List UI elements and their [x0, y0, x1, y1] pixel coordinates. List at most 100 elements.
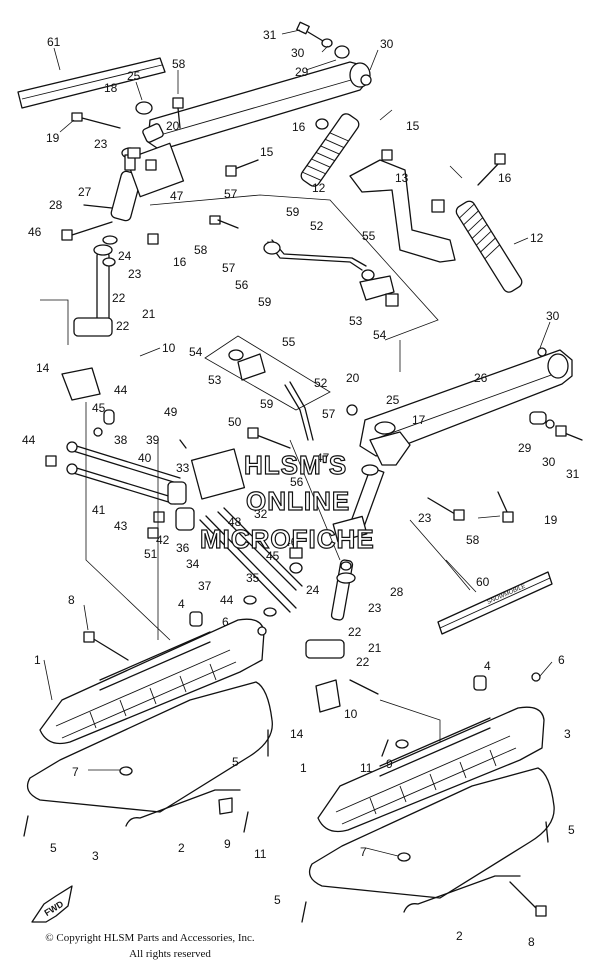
callout: 23	[418, 511, 432, 525]
bolt-58-right	[427, 497, 465, 521]
callout: 43	[114, 519, 128, 533]
callout: 47	[170, 189, 184, 203]
callout: 51	[144, 547, 158, 561]
callout: 16	[292, 120, 306, 134]
callout: 24	[306, 583, 320, 597]
callout: 38	[114, 433, 128, 447]
bracket-13	[349, 149, 456, 263]
callout: 19	[46, 131, 60, 145]
callout: 29	[295, 65, 309, 79]
callout: 52	[314, 376, 328, 390]
callout: 14	[36, 361, 50, 375]
callout: 31	[263, 28, 277, 42]
callout: 34	[186, 557, 200, 571]
steering-column-left	[61, 97, 259, 337]
tie-rod-52-mid	[204, 335, 331, 441]
bracket-17	[346, 404, 411, 466]
callout: 5	[274, 893, 281, 907]
fwd-arrow-icon: FWD	[31, 885, 73, 923]
callout: 58	[466, 533, 480, 547]
callout: 39	[146, 433, 160, 447]
steering-column-right	[305, 464, 385, 659]
callout: 42	[156, 533, 170, 547]
callout: 4	[484, 659, 491, 673]
pivot-cluster	[45, 367, 291, 539]
callout: 48	[228, 515, 242, 529]
callout: 27	[78, 185, 92, 199]
callout: 23	[368, 601, 382, 615]
callout: 30	[291, 46, 305, 60]
decal-60: SNOWMOBILE	[437, 571, 553, 635]
callout: 11	[360, 761, 373, 775]
bolt-31-top	[296, 21, 333, 48]
callout: 57	[222, 261, 236, 275]
callout: 61	[47, 35, 61, 49]
watermark: HLSM'S ONLINE MICROFICHE	[199, 449, 374, 554]
callout-labels: 61 31 30 30 29 25 58 18 20 19 23 15 16 1…	[22, 28, 580, 949]
callout: 19	[544, 513, 558, 527]
bolt-19-right	[497, 491, 514, 523]
callout: 17	[412, 413, 426, 427]
callout: 31	[566, 467, 580, 481]
callout: 7	[72, 765, 79, 779]
callout: 37	[198, 579, 212, 593]
callout: 15	[406, 119, 420, 133]
callout: 16	[498, 171, 512, 185]
callout: 44	[114, 383, 128, 397]
callout: 1	[34, 653, 41, 667]
callout: 35	[246, 571, 260, 585]
callout: 30	[542, 455, 556, 469]
upper-left-arm	[147, 45, 372, 151]
callout: 56	[290, 475, 304, 489]
callout: 59	[258, 295, 272, 309]
callout: 7	[360, 845, 367, 859]
callout: 28	[49, 198, 63, 212]
shock-absorber-12-right	[455, 153, 523, 293]
callout: 25	[386, 393, 400, 407]
tubes-34-35-37	[199, 507, 352, 617]
callout: 8	[528, 935, 535, 949]
svg-text:HLSM'S: HLSM'S	[244, 450, 347, 480]
callout: 3	[92, 849, 99, 863]
callout: 25	[127, 69, 141, 83]
callout: 57	[224, 187, 238, 201]
callout: 22	[356, 655, 370, 669]
copyright-rights: All rights reserved	[129, 948, 211, 960]
callout: 60	[476, 575, 490, 589]
callout: 16	[173, 255, 187, 269]
callout: 10	[162, 341, 176, 355]
callout: 44	[22, 433, 36, 447]
callout: 46	[28, 225, 42, 239]
callout: 1	[300, 761, 307, 775]
callout: 46	[284, 535, 298, 549]
callout: 44	[220, 593, 234, 607]
decal-61	[17, 57, 166, 109]
callout: 6	[558, 653, 565, 667]
callout: 45	[266, 549, 280, 563]
callout: 58	[194, 243, 208, 257]
callout: 47	[316, 451, 330, 465]
svg-text:ONLINE: ONLINE	[246, 486, 350, 516]
callout: 41	[92, 503, 106, 517]
callout: 5	[568, 823, 575, 837]
callout: 21	[368, 641, 382, 655]
callout: 59	[286, 205, 300, 219]
callout: 53	[208, 373, 222, 387]
callout: 2	[456, 929, 463, 943]
callout: 4	[178, 597, 185, 611]
arm-26	[359, 347, 573, 457]
callout: 28	[390, 585, 404, 599]
callout: 45	[92, 401, 106, 415]
callout: 58	[172, 57, 186, 71]
callout: 33	[176, 461, 190, 475]
callout: 22	[112, 291, 126, 305]
callout: 29	[518, 441, 532, 455]
callout: 32	[254, 507, 268, 521]
callout: 53	[349, 314, 363, 328]
callout: 55	[282, 335, 296, 349]
callout: 12	[530, 231, 544, 245]
callout: 54	[373, 328, 387, 342]
bushing-29-30-31-right	[529, 411, 583, 441]
callout: 40	[138, 451, 152, 465]
callout: 9	[386, 757, 393, 771]
